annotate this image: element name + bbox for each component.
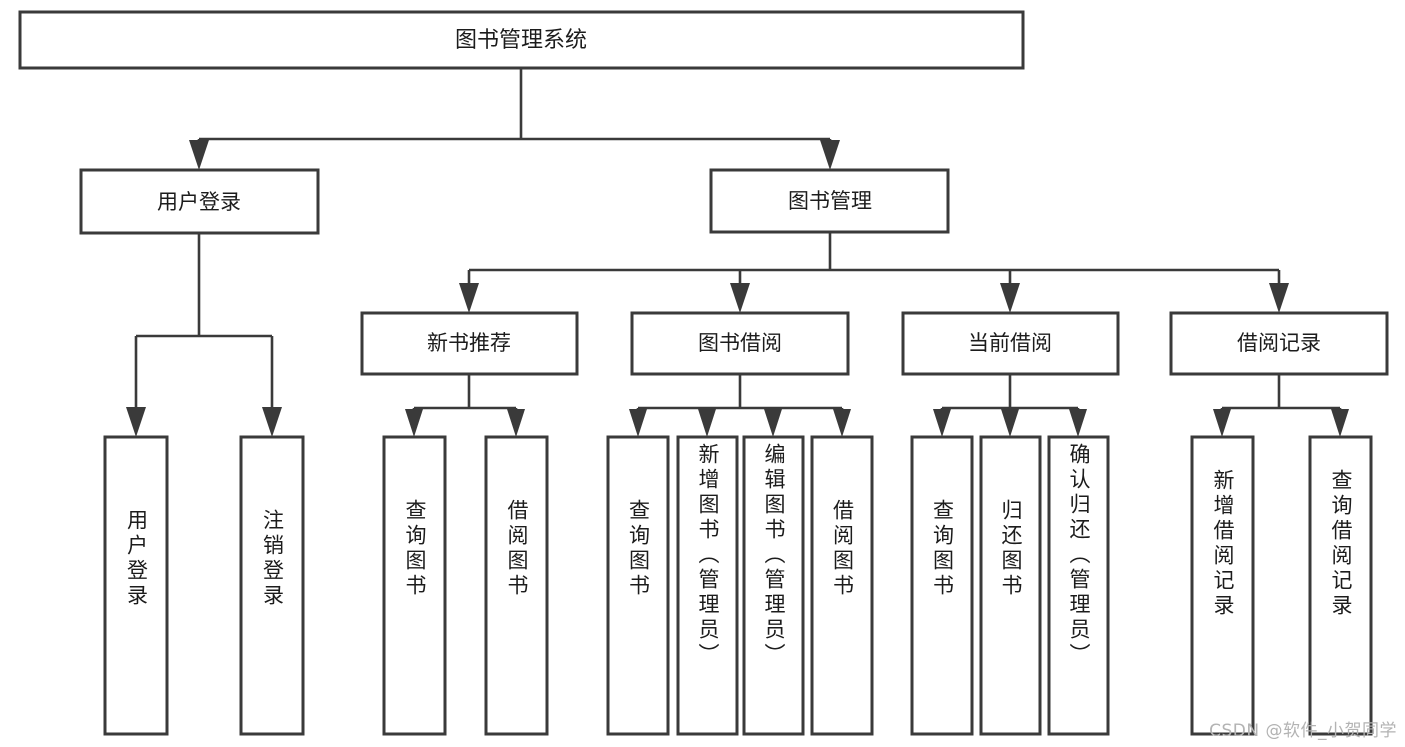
node-leaf-query-book-2-box[interactable]: [606, 435, 670, 736]
arrow-head-borrow-record: [1269, 283, 1289, 313]
arrow-head-book-borrow: [730, 283, 750, 313]
node-borrow-record[interactable]: 借阅记录: [1169, 311, 1389, 376]
node-borrow-record-box[interactable]: [1169, 311, 1389, 376]
arrow-head-user-login: [189, 140, 209, 170]
node-current-borrow-box[interactable]: [901, 311, 1120, 376]
arrow-head-leaf-borrow-book-1: [507, 409, 525, 437]
node-leaf-user-logout-box[interactable]: [239, 435, 305, 736]
node-leaf-add-record-box[interactable]: [1190, 435, 1255, 736]
arrow-head-leaf-user-login: [126, 407, 146, 437]
node-leaf-return-book-box[interactable]: [979, 435, 1042, 736]
arrow-head-leaf-query-book-3: [933, 409, 951, 437]
node-leaf-confirm-return-box[interactable]: [1047, 435, 1110, 736]
node-leaf-borrow-book-1-box[interactable]: [484, 435, 549, 736]
node-current-borrow-label: 当前借阅: [968, 331, 1052, 355]
arrow-head-leaf-query-record: [1331, 409, 1349, 437]
arrow-head-leaf-borrow-book-2: [833, 409, 851, 437]
node-leaf-user-login-box[interactable]: [103, 435, 169, 736]
connector-group-new-book-recommend: [405, 374, 525, 437]
node-book-borrow-box[interactable]: [630, 311, 850, 376]
node-leaf-query-record-box[interactable]: [1308, 435, 1373, 736]
arrow-head-leaf-edit-book: [764, 409, 782, 437]
connector-group-borrow-record: [1213, 374, 1349, 437]
arrow-head-new-book-recommend: [459, 283, 479, 313]
node-leaf-query-book-3-box[interactable]: [910, 435, 974, 736]
connector-group-user-login: [126, 233, 282, 437]
node-root-label: 图书管理系统: [455, 28, 587, 53]
node-user-login[interactable]: 用户登录: [79, 168, 320, 235]
arrow-head-leaf-return-book: [1001, 409, 1019, 437]
arrow-head-leaf-add-record: [1213, 409, 1231, 437]
node-current-borrow[interactable]: 当前借阅: [901, 311, 1120, 376]
node-book-management[interactable]: 图书管理: [709, 168, 950, 234]
watermark-text: CSDN @软件_小贺同学: [1209, 721, 1397, 741]
arrow-head-leaf-query-book-1: [405, 409, 423, 437]
arrow-head-book-management: [820, 140, 840, 170]
node-leaf-borrow-book-2-box[interactable]: [810, 435, 874, 736]
node-root-box[interactable]: [18, 10, 1025, 70]
node-book-borrow-label: 图书借阅: [698, 331, 782, 355]
arrow-head-current-borrow: [1000, 283, 1020, 313]
node-new-book-recommend-label: 新书推荐: [427, 331, 511, 355]
node-new-book-recommend[interactable]: 新书推荐: [360, 311, 579, 376]
node-book-management-box[interactable]: [709, 168, 950, 234]
node-root[interactable]: 图书管理系统: [18, 10, 1025, 70]
node-leaf-edit-book-box[interactable]: [742, 435, 805, 736]
connector-group-book-borrow: [629, 374, 851, 437]
node-new-book-recommend-box[interactable]: [360, 311, 579, 376]
node-borrow-record-label: 借阅记录: [1237, 331, 1321, 355]
connector-group-book-management: [459, 232, 1289, 313]
node-leaf-add-book-box[interactable]: [676, 435, 739, 736]
node-book-borrow[interactable]: 图书借阅: [630, 311, 850, 376]
node-book-management-label: 图书管理: [788, 189, 872, 213]
node-user-login-label: 用户登录: [157, 190, 241, 214]
node-user-login-box[interactable]: [79, 168, 320, 235]
connector-group-current-borrow: [933, 374, 1087, 437]
arrow-head-leaf-user-logout: [262, 407, 282, 437]
connector-group-root: [189, 68, 840, 170]
arrow-head-leaf-query-book-2: [629, 409, 647, 437]
arrow-head-leaf-add-book: [698, 409, 716, 437]
node-leaf-query-book-1-box[interactable]: [382, 435, 447, 736]
arrow-head-leaf-confirm-return: [1069, 409, 1087, 437]
